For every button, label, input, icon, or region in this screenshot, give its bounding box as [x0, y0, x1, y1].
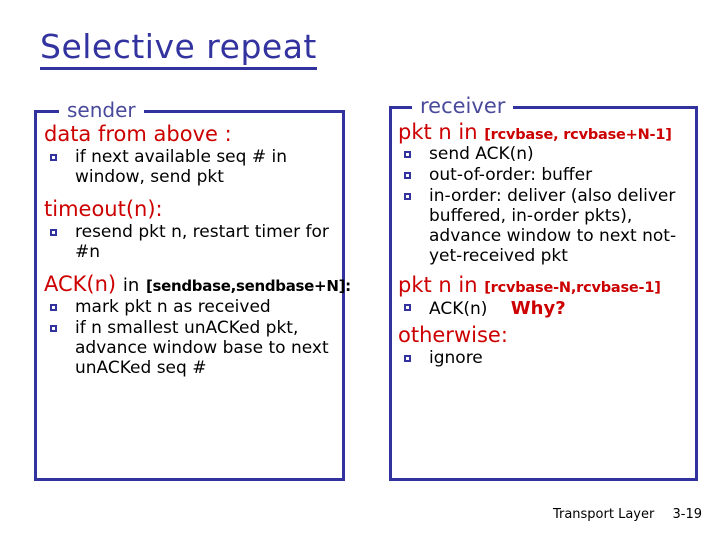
- square-bullet-icon: [404, 151, 411, 159]
- list-item: if n smallest unACKed pkt, advance windo…: [44, 317, 344, 379]
- sender-bullets-data-from-above: if next available seq # in window, send …: [44, 147, 344, 188]
- footer-label: Transport Layer: [552, 507, 655, 522]
- why-annotation: Why?: [510, 297, 566, 319]
- square-bullet-icon: [50, 154, 57, 162]
- square-bullet-icon: [404, 355, 411, 363]
- list-item: mark pkt n as received: [44, 297, 344, 318]
- receiver-content: pkt n in [rcvbase, rcvbase+N-1] send ACK…: [398, 120, 698, 372]
- square-bullet-icon: [404, 193, 411, 201]
- slide-number: 3-19: [672, 507, 702, 522]
- square-bullet-icon: [50, 229, 57, 237]
- receiver-heading-pkt-in-window: pkt n in [rcvbase, rcvbase+N-1]: [398, 120, 698, 144]
- sender-heading-ack: ACK(n) in [sendbase,sendbase+N]:: [44, 272, 351, 297]
- sender-group-label: sender: [59, 100, 144, 120]
- page-title: Selective repeat: [40, 29, 317, 70]
- receiver-bullets-in-window: send ACK(n) out-of-order: buffer in-orde…: [398, 144, 698, 267]
- receiver-bullets-otherwise: ignore: [398, 348, 698, 369]
- receiver-group-label: receiver: [412, 96, 514, 117]
- list-item-label: if next available seq # in window, send …: [75, 147, 287, 188]
- sender-bullets-ack: mark pkt n as received if n smallest unA…: [44, 297, 344, 379]
- sender-bullets-timeout: resend pkt n, restart timer for #n: [44, 223, 344, 263]
- sender-heading-timeout-text: timeout(n):: [44, 197, 163, 222]
- receiver-heading-otherwise: otherwise:: [398, 323, 698, 347]
- slide-footer: Transport Layer 3-19: [553, 507, 702, 522]
- sender-heading-data-from-above: data from above :: [44, 122, 344, 146]
- receiver-group-box: receiver: [389, 96, 698, 481]
- sender-heading-ack-in: in: [122, 275, 140, 297]
- list-item-label: ignore: [429, 348, 483, 369]
- list-item-label: if n smallest unACKed pkt, advance windo…: [75, 317, 329, 378]
- sender-heading-timeout: timeout(n):: [44, 197, 344, 221]
- sender-heading-data-from-above-text: data from above :: [44, 122, 232, 146]
- list-item: send ACK(n): [398, 144, 698, 165]
- square-bullet-icon: [404, 172, 411, 180]
- list-item-label: send ACK(n): [429, 144, 534, 165]
- list-item: out-of-order: buffer: [398, 165, 698, 186]
- list-item: if next available seq # in window, send …: [44, 147, 344, 188]
- sender-content: data from above : if next available seq …: [44, 122, 351, 382]
- receiver-heading-pkt-before-window-text: pkt n in: [398, 272, 478, 297]
- square-bullet-icon: [50, 304, 57, 312]
- list-item: in-order: deliver (also deliver buffered…: [398, 186, 698, 267]
- square-bullet-icon: [404, 303, 411, 311]
- list-item-label: out-of-order: buffer: [429, 165, 593, 186]
- list-item: ignore: [398, 348, 698, 369]
- list-item: resend pkt n, restart timer for #n: [44, 223, 344, 263]
- sender-group-box: sender: [34, 100, 345, 481]
- square-bullet-icon: [50, 324, 57, 332]
- list-item-label: mark pkt n as received: [75, 297, 271, 318]
- list-item-label: in-order: deliver (also deliver buffered…: [429, 186, 677, 266]
- list-item-label: ACK(n): [429, 298, 488, 319]
- receiver-heading-otherwise-text: otherwise:: [398, 322, 508, 347]
- receiver-heading-pkt-in-window-range: [rcvbase, rcvbase+N-1]: [484, 127, 672, 143]
- sender-heading-ack-text: ACK(n): [44, 272, 117, 297]
- sender-heading-ack-range: [sendbase,sendbase+N]:: [145, 277, 351, 296]
- receiver-heading-pkt-in-window-text: pkt n in: [398, 120, 478, 144]
- receiver-bullets-before-window: ACK(n) Why?: [398, 298, 698, 320]
- list-item-label: resend pkt n, restart timer for #n: [75, 222, 329, 263]
- receiver-heading-pkt-before-window-range: [rcvbase-N,rcvbase-1]: [484, 279, 661, 296]
- receiver-heading-pkt-before-window: pkt n in [rcvbase-N,rcvbase-1]: [398, 273, 698, 297]
- list-item: ACK(n) Why?: [398, 298, 698, 320]
